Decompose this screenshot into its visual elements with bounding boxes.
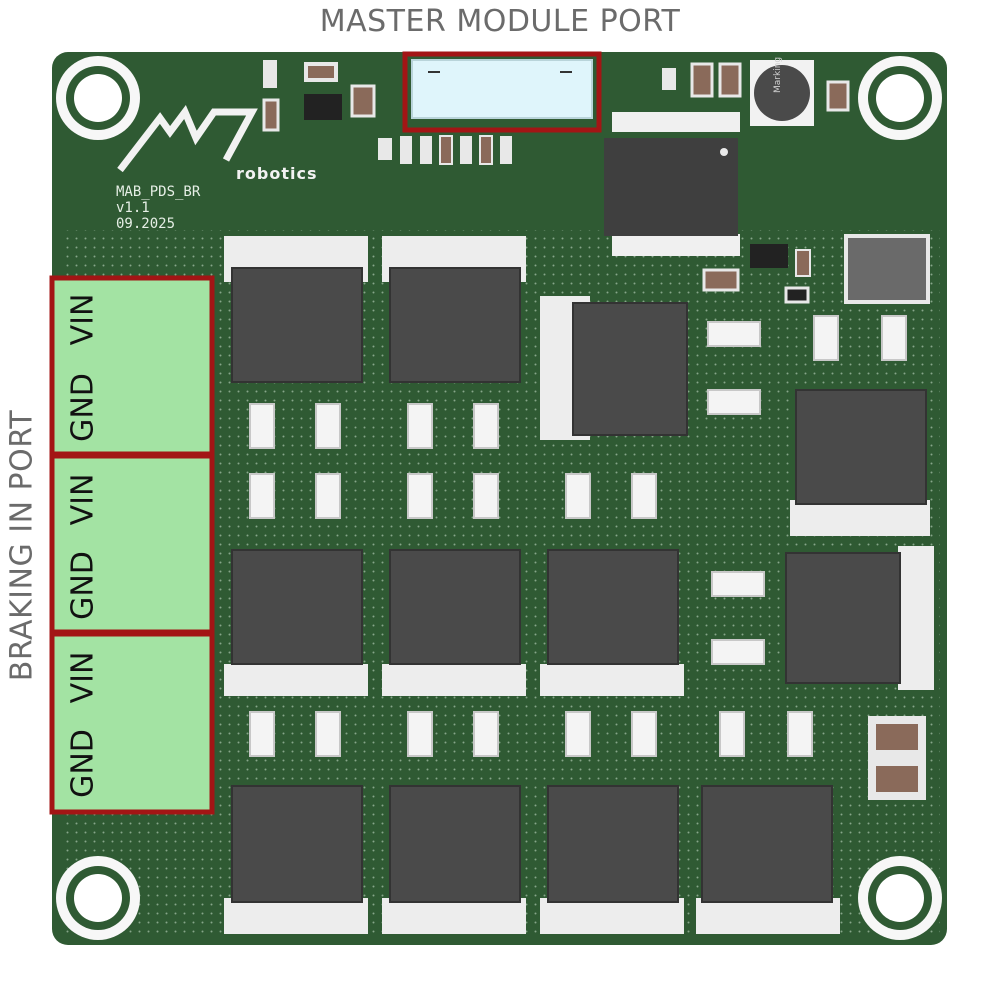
board-name: MAB_PDS_BR: [116, 184, 201, 200]
capacitors: [868, 716, 926, 800]
controller-ic: [604, 112, 740, 256]
terminal-1-gnd-label: GND: [65, 373, 101, 442]
braking-in-port-label: BRAKING IN PORT: [4, 409, 40, 682]
terminal-2-vin-label: VIN: [65, 473, 101, 526]
inductor: [750, 60, 814, 126]
brand-text: robotics: [236, 164, 318, 183]
smd-components: [262, 60, 850, 304]
mounting-holes: [56, 56, 942, 940]
board-date: 09.2025: [116, 216, 176, 232]
braking-in-terminals: [49, 275, 215, 815]
mosfet-packages: [224, 236, 934, 934]
terminal-3-gnd-label: GND: [65, 729, 101, 798]
terminal-3-vin-label: VIN: [65, 651, 101, 704]
shunt-resistor: [844, 234, 930, 304]
terminal-2-gnd-label: GND: [65, 551, 101, 620]
inductor-marking: Marking: [773, 56, 783, 93]
master-module-connector: [402, 51, 602, 133]
master-module-port-label: MASTER MODULE PORT: [319, 4, 681, 39]
terminal-1-vin-label: VIN: [65, 293, 101, 346]
gate-pads: [249, 315, 907, 757]
board-version: v1.1: [116, 200, 150, 216]
logo-mark: [117, 105, 258, 173]
